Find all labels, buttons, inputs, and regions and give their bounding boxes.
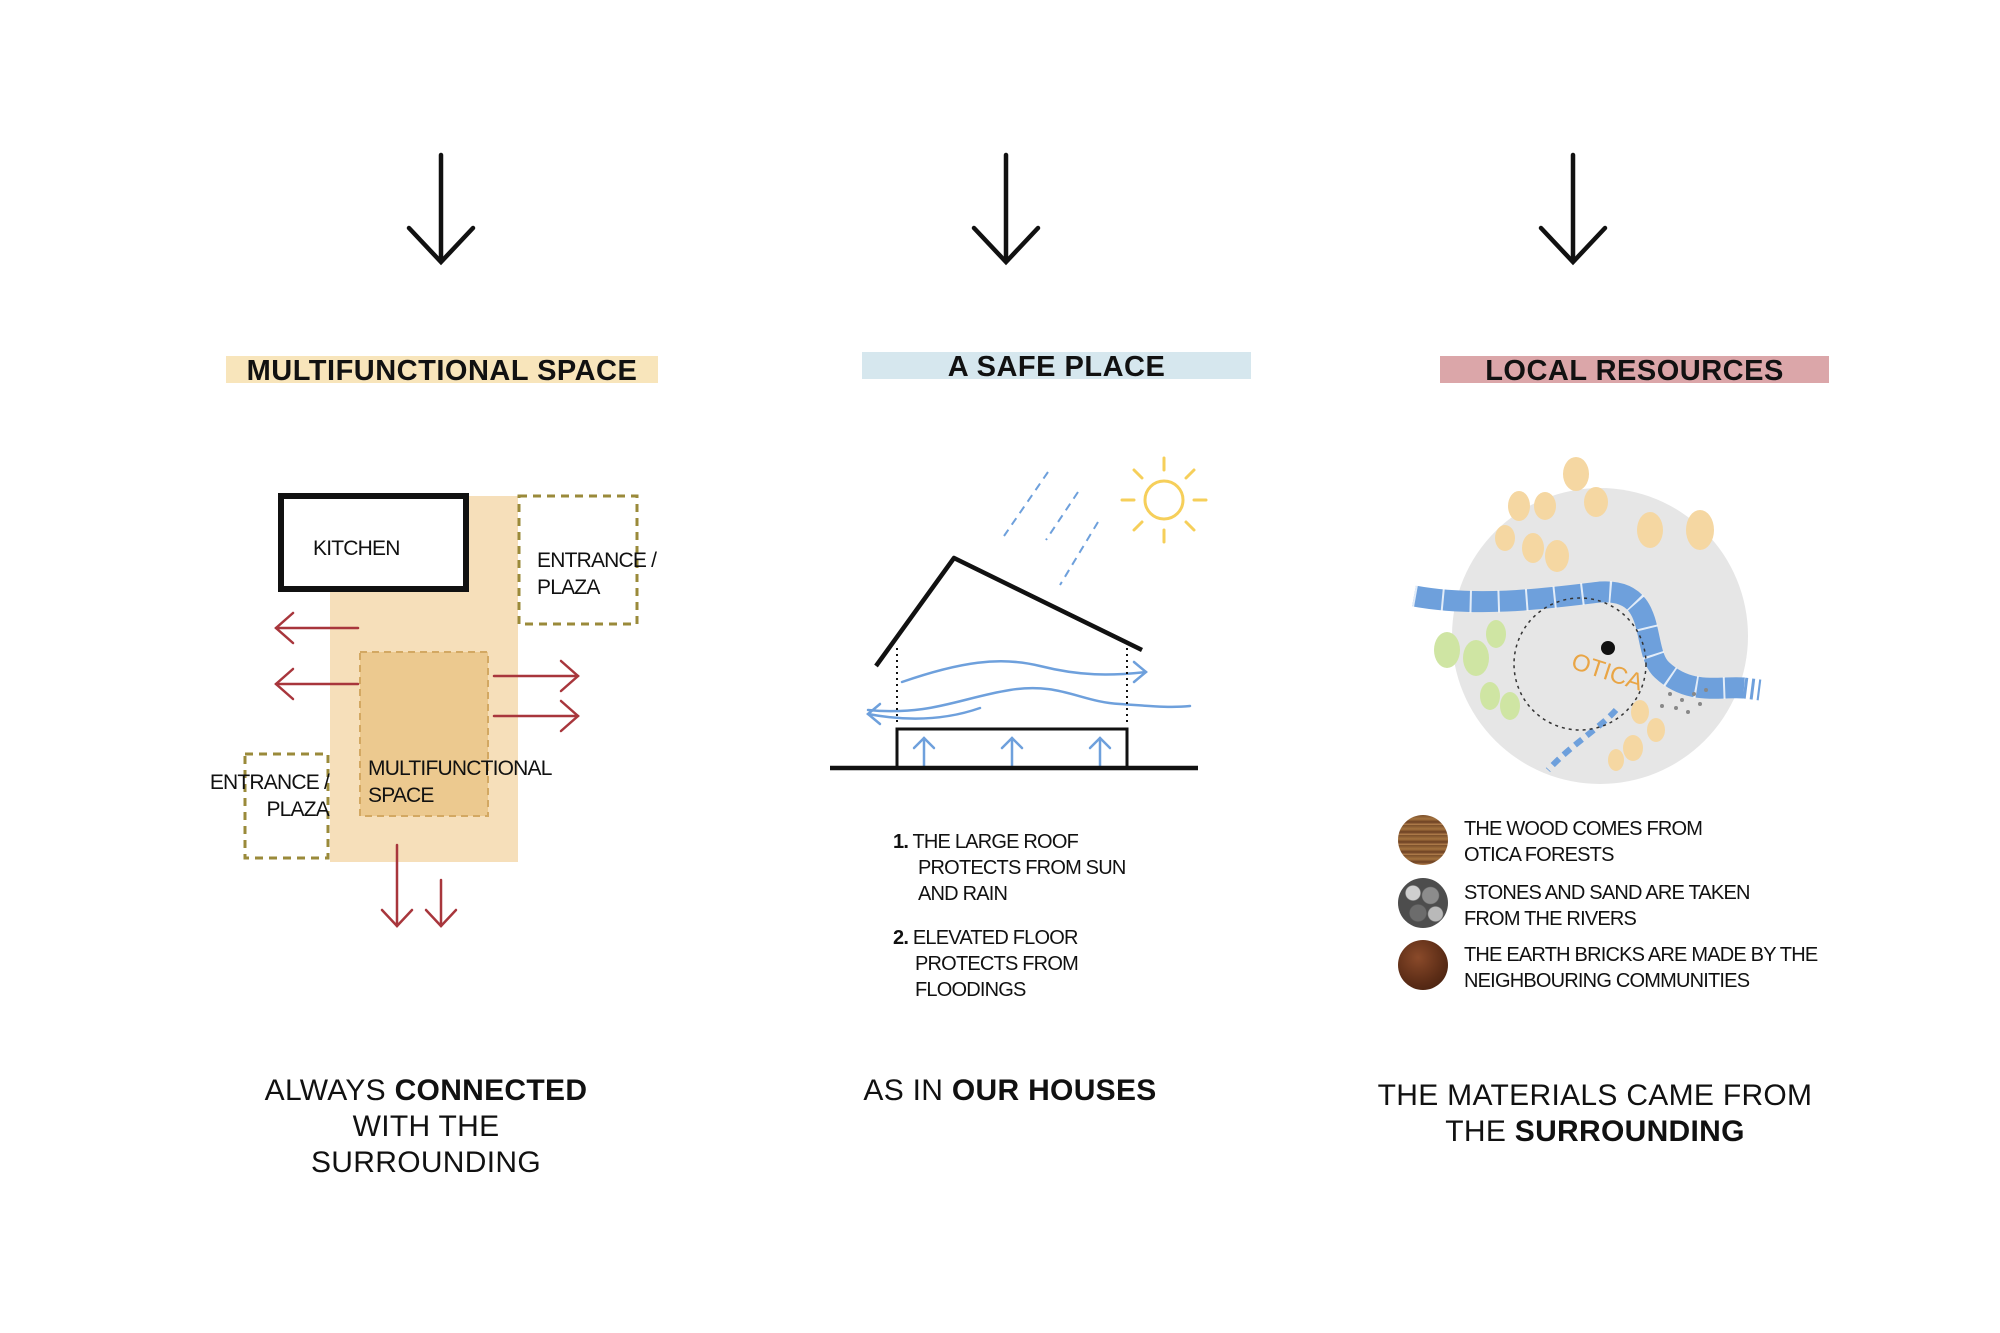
- kitchen-box: [278, 493, 469, 592]
- note-elevated-floor: 2. ELEVATED FLOOR PROTECTS FROM FLOODING…: [893, 927, 1079, 1001]
- forest-trees: [1495, 457, 1714, 771]
- wood-icon: [1398, 815, 1448, 865]
- header-multifunctional-space: MULTIFUNCTIONAL SPACE: [226, 356, 658, 386]
- label-kitchen: KITCHEN: [313, 537, 400, 560]
- river: [1412, 581, 1745, 699]
- label-multifunctional-space: MULTIFUNCTIONAL SPACE: [368, 757, 552, 807]
- flood-arrows: [912, 736, 1112, 770]
- sand-dots: [1660, 688, 1708, 714]
- caption-our-houses: AS IN OUR HOUSES: [863, 1074, 1157, 1107]
- local-resources-map: OTICA: [1412, 457, 1762, 784]
- resource-wood: THE WOOD COMES FROM OTICA FORESTS: [1464, 818, 1703, 866]
- down-arrow-icon: [406, 152, 476, 266]
- header-safe-place: A SAFE PLACE: [862, 352, 1251, 382]
- entrance-bottom-box: [243, 752, 330, 860]
- map-circle: [1452, 488, 1748, 784]
- resource-earth-bricks: THE EARTH BRICKS ARE MADE BY THE NEIGHBO…: [1464, 944, 1818, 992]
- safe-place-section: [830, 456, 1208, 771]
- caption-connected: ALWAYS CONNECTED WITH THE SURROUNDING: [264, 1074, 588, 1179]
- caption-materials: THE MATERIALS CAME FROM THE SURROUNDING: [1377, 1079, 1813, 1148]
- circulation-arrows: [274, 611, 580, 928]
- down-arrow-icon: [971, 152, 1041, 266]
- header-local-resources: LOCAL RESOURCES: [1440, 356, 1829, 386]
- otica-boundary: [1513, 597, 1647, 731]
- location-dot: [1601, 641, 1615, 655]
- entrance-top-box: [517, 494, 639, 626]
- multifunctional-plan: [243, 493, 639, 928]
- supports: [896, 648, 1128, 726]
- label-entrance-bottom: ENTRANCE / PLAZA: [209, 771, 330, 821]
- label-entrance-top: ENTRANCE / PLAZA: [537, 549, 657, 599]
- note-large-roof: 1. THE LARGE ROOF PROTECTS FROM SUN AND …: [893, 831, 1126, 905]
- wind-icon: [866, 660, 1192, 726]
- down-arrow-icon: [1538, 152, 1608, 266]
- roof: [874, 555, 1143, 668]
- rain-icon: [1003, 471, 1099, 586]
- sun-icon: [1120, 456, 1208, 544]
- resource-stones: STONES AND SAND ARE TAKEN FROM THE RIVER…: [1464, 882, 1750, 930]
- stones-icon: [1398, 878, 1448, 928]
- stream: [1545, 707, 1619, 773]
- earth-bricks-icon: [1398, 940, 1448, 990]
- green-trees: [1434, 620, 1520, 720]
